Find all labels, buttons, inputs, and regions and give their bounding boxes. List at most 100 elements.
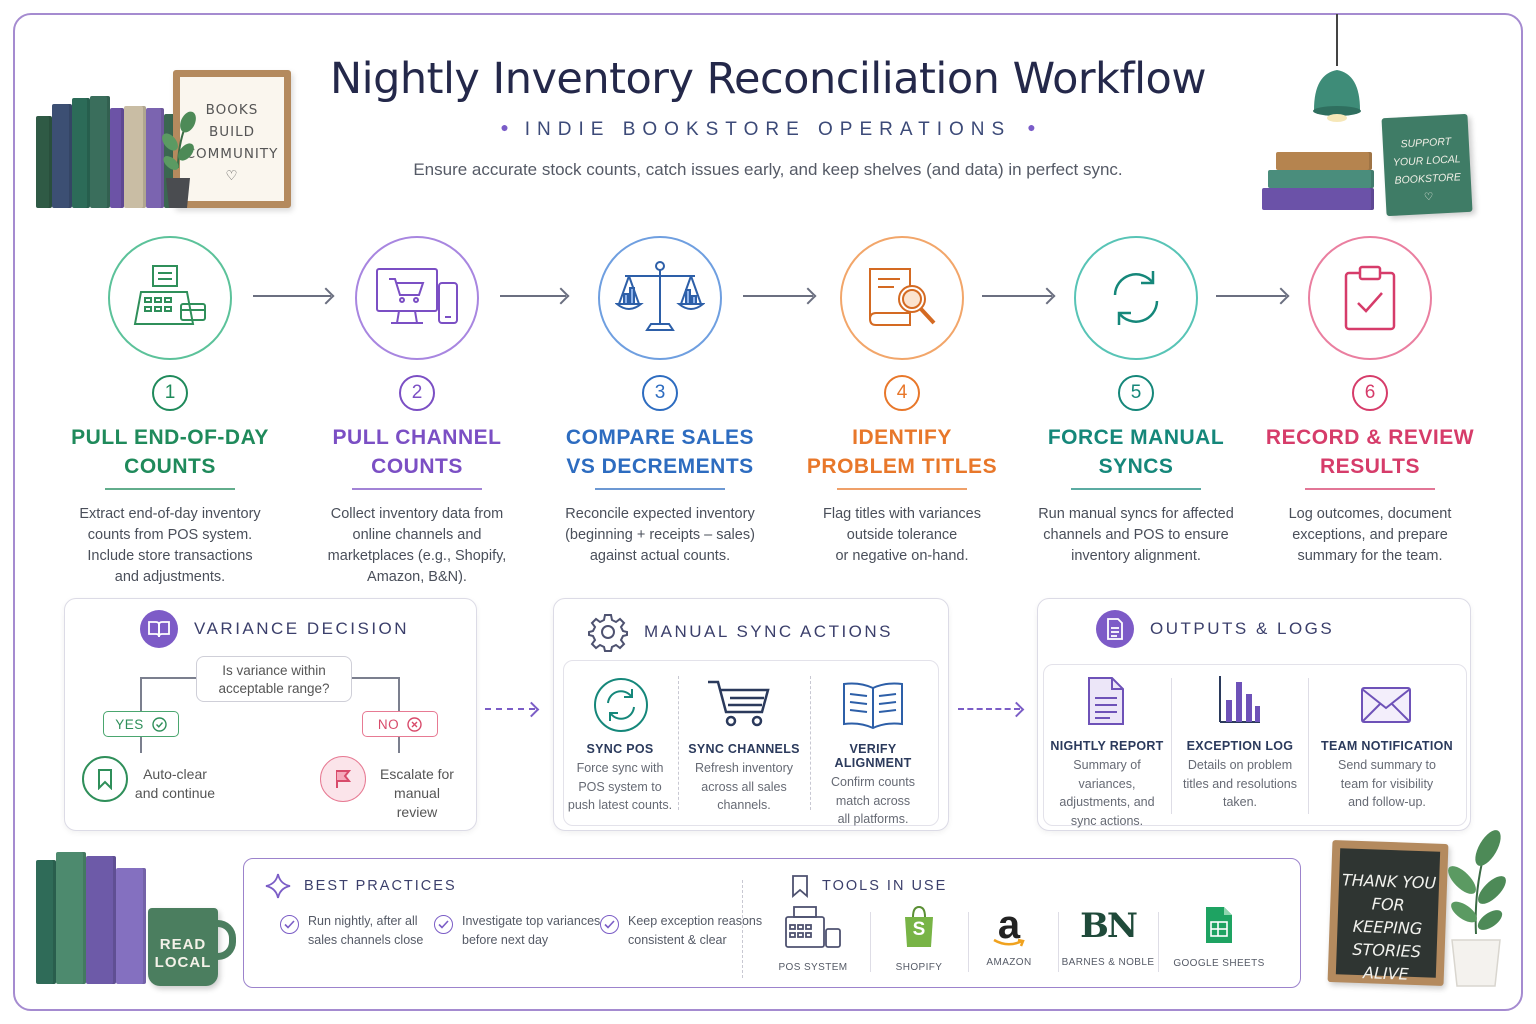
step-3-description: Reconcile expected inventory(beginning +… <box>565 506 755 564</box>
bottom-info-box <box>243 858 1301 988</box>
document-icon <box>1096 610 1134 648</box>
page-tagline: Ensure accurate stock counts, catch issu… <box>413 160 1123 179</box>
step-3-number: 3 <box>642 375 678 411</box>
best-practices-header: BEST PRACTICES <box>264 872 457 900</box>
step-5-number: 5 <box>1118 375 1154 411</box>
tools-header: TOOLS IN USE <box>790 874 947 898</box>
manual-sync-header: MANUAL SYNC ACTIONS <box>588 612 893 652</box>
variance-decision-header: VARIANCE DECISION <box>140 610 409 648</box>
read-local-mug: READ LOCAL <box>148 908 218 986</box>
step-1-number: 1 <box>152 375 188 411</box>
flow-arrow-5-6 <box>1216 295 1286 297</box>
outputs-logs-title: OUTPUTS & LOGS <box>1150 619 1335 638</box>
shopping-cart-icon <box>708 680 770 727</box>
envelope-icon <box>1361 687 1411 723</box>
manual-sync-title: MANUAL SYNC ACTIONS <box>644 622 894 641</box>
step-6-icon-ring <box>1308 236 1432 360</box>
book-icon <box>140 610 178 648</box>
book-magnifier-icon <box>869 268 936 326</box>
mug-handle <box>210 920 236 960</box>
thank-you-chalkboard: THANK YOU FOR KEEPING STORIES ALIVE <box>1327 840 1449 986</box>
page-title: Nightly Inventory Reconciliation Workflo… <box>329 54 1207 104</box>
check-circle-icon <box>600 915 619 934</box>
flow-arrow-4-5 <box>982 295 1052 297</box>
gear-icon <box>588 614 628 652</box>
bookmark-icon <box>792 875 808 898</box>
tool-shopify: S SHOPIFY <box>864 905 974 973</box>
page-subtitle: ●INDIE BOOKSTORE OPERATIONS● <box>500 119 1036 140</box>
flow-arrow-3-4 <box>743 295 813 297</box>
step-2-number: 2 <box>399 375 435 411</box>
pendant-lamp-icon <box>1313 14 1361 122</box>
barnes-noble-icon: BN <box>1080 906 1138 946</box>
yes-pill: YES <box>103 711 179 737</box>
dashed-arrow-to-outputs <box>958 708 1020 710</box>
bar-chart-icon <box>1219 676 1260 723</box>
balance-scale-icon <box>615 261 705 331</box>
potted-plant-icon <box>1448 830 1506 987</box>
no-pill: NO <box>362 711 438 737</box>
step-5-icon-ring <box>1074 236 1198 360</box>
tool-amazon: a AMAZON <box>954 905 1064 968</box>
shopify-bag-icon <box>905 905 933 947</box>
amazon-icon: a <box>997 903 1021 947</box>
check-circle-icon <box>152 716 167 732</box>
step-2-icon-ring <box>355 236 479 360</box>
books-build-community-sign: BOOKS BUILD COMMUNITY ♡ <box>173 70 291 208</box>
flow-arrow-1-2 <box>253 295 331 297</box>
tool-pos-system: POS SYSTEM <box>758 905 868 973</box>
bookmark-icon <box>82 756 128 802</box>
step-1-icon-ring <box>108 236 232 360</box>
sync-pos-icon <box>594 678 648 732</box>
check-circle-icon <box>280 915 299 934</box>
check-circle-icon <box>434 915 453 934</box>
clipboard-check-icon <box>1344 265 1396 331</box>
x-circle-icon <box>407 716 422 732</box>
tool-google-sheets: GOOGLE SHEETS <box>1164 905 1274 969</box>
step-3-icon-ring <box>598 236 722 360</box>
sparkle-icon <box>265 873 291 899</box>
nightly-report-item: NIGHTLY REPORT Summary of variances,adju… <box>1050 739 1164 828</box>
report-document-icon <box>1088 677 1124 725</box>
step-6-number: 6 <box>1352 375 1388 411</box>
step-4-icon-ring <box>840 236 964 360</box>
flag-icon <box>320 756 366 802</box>
plant-pot-icon <box>162 111 196 208</box>
open-book-icon <box>843 682 903 730</box>
sync-arrows-icon <box>1113 271 1159 325</box>
computer-cart-icon <box>376 268 458 324</box>
dashed-arrow-to-sync <box>485 708 535 710</box>
flow-arrow-2-3 <box>500 295 566 297</box>
google-sheets-icon <box>1206 907 1232 943</box>
books-decoration-bottom-left <box>34 848 154 984</box>
cash-register-icon <box>133 265 206 325</box>
books-stack-decoration-right <box>1258 152 1378 214</box>
